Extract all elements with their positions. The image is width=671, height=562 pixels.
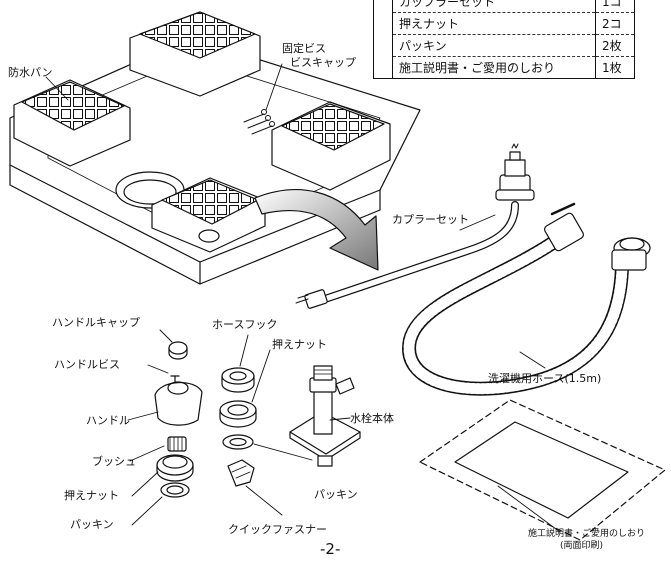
washing-machine-hose	[402, 202, 651, 396]
parts-row-indent	[373, 34, 393, 57]
label-bush: ブッシュ	[92, 455, 136, 468]
part-quantity: 1コ	[595, 0, 635, 13]
handle-parts	[154, 341, 203, 498]
label-handle-cap: ハンドルキャップ	[52, 316, 140, 329]
coupler-set	[295, 143, 535, 309]
parts-row-indent	[373, 12, 393, 35]
curved-arrow-icon	[254, 189, 379, 271]
label-fixing-screw: 固定ビス	[282, 42, 326, 55]
label-quick-fastener: クイックファスナー	[228, 523, 327, 536]
page-number: -2-	[320, 540, 341, 558]
part-name: パッキン	[392, 34, 596, 57]
label-handle-screw: ハンドルビス	[54, 358, 120, 371]
label-packing-center: パッキン	[314, 488, 358, 501]
part-quantity: 1枚	[595, 56, 635, 79]
part-quantity: 2枚	[595, 34, 635, 57]
label-hose-hook: ホースフック	[212, 318, 278, 331]
label-faucet-body: 水栓本体	[350, 412, 394, 425]
label-manual: 施工説明書・ご愛用のしおり	[528, 529, 646, 539]
hose-hook-and-nut	[219, 367, 257, 487]
parts-row-indent	[373, 56, 393, 79]
label-coupler-set: カプラーセット	[392, 213, 469, 226]
label-hose: 洗濯機用ホース(1.5m)	[488, 372, 602, 385]
manual-document	[419, 399, 666, 541]
part-name: 押えナット	[392, 12, 596, 35]
parts-row-indent	[373, 0, 393, 13]
label-manual-note: (両面印刷)	[560, 541, 604, 551]
label-waterproof-pan: 防水パン	[8, 66, 53, 79]
faucet-body	[289, 365, 361, 467]
part-name: 施工説明書・ご愛用のしおり	[392, 56, 596, 79]
label-handle: ハンドル	[86, 414, 130, 427]
label-press-nut-center: 押えナット	[272, 338, 327, 351]
part-name: カップラーセット	[392, 0, 596, 13]
part-quantity: 2コ	[595, 12, 635, 35]
label-screw-cap: ビスキャップ	[290, 56, 356, 69]
waterproof-pan	[9, 11, 421, 285]
label-press-nut-left: 押えナット	[64, 489, 119, 502]
label-packing-left: パッキン	[70, 518, 114, 531]
